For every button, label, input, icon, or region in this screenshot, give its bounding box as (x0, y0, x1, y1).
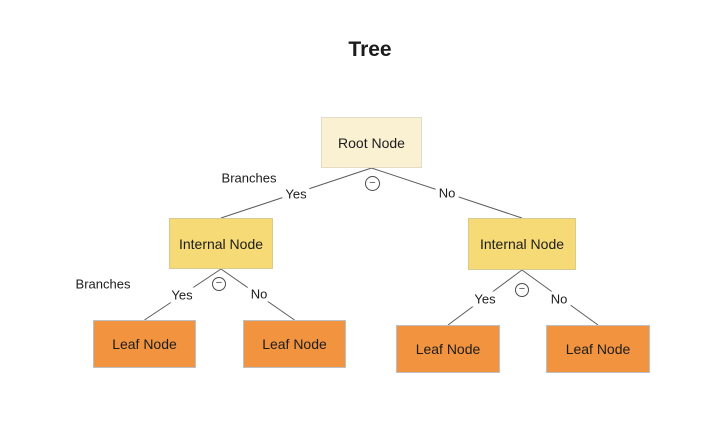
minus-glyph: − (215, 277, 223, 289)
edge-label-right-no: No (547, 291, 571, 307)
minus-glyph: − (369, 176, 376, 189)
node-leaf-3: Leaf Node (396, 325, 500, 373)
node-leaf-2: Leaf Node (243, 320, 346, 368)
node-internal-left-label: Internal Node (178, 235, 264, 252)
branches-annotation-level-1: Branches (221, 170, 277, 186)
collapse-minus-icon-internal-left[interactable]: − (212, 277, 226, 291)
node-internal-right: Internal Node (468, 218, 576, 270)
node-root: Root Node (321, 117, 422, 168)
edge-label-left-no: No (247, 286, 271, 302)
edge-label-left-yes: Yes (168, 287, 196, 303)
node-leaf-2-label: Leaf Node (262, 336, 327, 352)
edge-label-root-no: No (435, 185, 459, 201)
node-leaf-1: Leaf Node (93, 320, 196, 368)
edge-label-root-yes: Yes (282, 186, 310, 202)
diagram-title: Tree (348, 38, 392, 61)
collapse-minus-icon-root[interactable]: − (365, 176, 380, 191)
node-internal-left: Internal Node (169, 218, 273, 269)
node-root-label: Root Node (338, 134, 405, 151)
branches-annotation-level-2: Branches (75, 276, 131, 292)
collapse-minus-icon-internal-right[interactable]: − (515, 283, 529, 297)
node-internal-right-label: Internal Node (479, 236, 565, 252)
node-leaf-4-label: Leaf Node (565, 341, 631, 357)
node-leaf-4: Leaf Node (546, 325, 650, 373)
node-leaf-1-label: Leaf Node (112, 336, 177, 352)
minus-glyph: − (518, 283, 526, 295)
edge-label-right-yes: Yes (471, 291, 499, 307)
node-leaf-3-label: Leaf Node (415, 341, 481, 357)
